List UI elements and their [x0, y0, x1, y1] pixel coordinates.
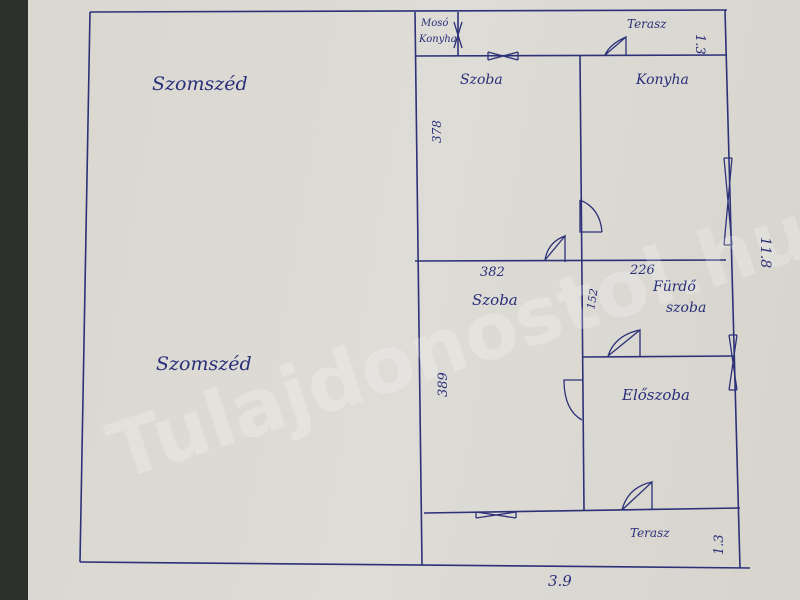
- door-icon: [604, 35, 627, 56]
- label-hallway: Előszoba: [621, 386, 690, 404]
- label-neighbor-bottom: Szomszéd: [156, 353, 252, 375]
- dim-room-bottom-height: 389: [436, 372, 451, 397]
- dim-room-bottom-width: 382: [480, 265, 505, 280]
- window-icon: [475, 511, 517, 519]
- label-neighbor-top: Szomszéd: [152, 73, 248, 95]
- door-icon: [544, 234, 566, 262]
- label-room-bottom: Szoba: [472, 291, 518, 309]
- dim-total-length: 11.8: [757, 237, 773, 268]
- window-icon: [453, 21, 463, 49]
- door-icon: [579, 199, 603, 233]
- dim-room-top-height: 378: [430, 120, 444, 143]
- outer-frame: [79, 9, 751, 569]
- label-kitchen: Konyha: [635, 72, 689, 88]
- door-icon: [563, 379, 583, 421]
- dim-total-width: 3.9: [548, 572, 572, 590]
- door-icon: [621, 480, 653, 511]
- label-terrace-top: Terasz: [627, 17, 667, 31]
- label-bath: Fürdő: [652, 279, 697, 295]
- door-icon: [607, 328, 641, 357]
- label-laundry: Mosó: [420, 18, 448, 29]
- dim-bath-width: 226: [629, 263, 655, 278]
- label-room-top: Szoba: [460, 72, 503, 88]
- dim-bottom-terrace: 1.3: [712, 534, 727, 555]
- watermark: Tulajdonostol.hu: [98, 187, 800, 498]
- dim-top-terrace: 1.3: [692, 34, 707, 55]
- window-icon: [487, 51, 519, 61]
- window-symbols: [453, 21, 738, 519]
- window-icon: [728, 334, 738, 391]
- label-terrace-bottom: Terasz: [630, 526, 670, 540]
- label-laundry-kitchen: Konyha: [418, 34, 457, 45]
- window-icon: [723, 157, 733, 246]
- door-symbols: [544, 35, 653, 511]
- dim-bath-height: 152: [584, 288, 600, 311]
- label-bath-2: szoba: [666, 300, 706, 316]
- paper-sheet: [28, 0, 800, 600]
